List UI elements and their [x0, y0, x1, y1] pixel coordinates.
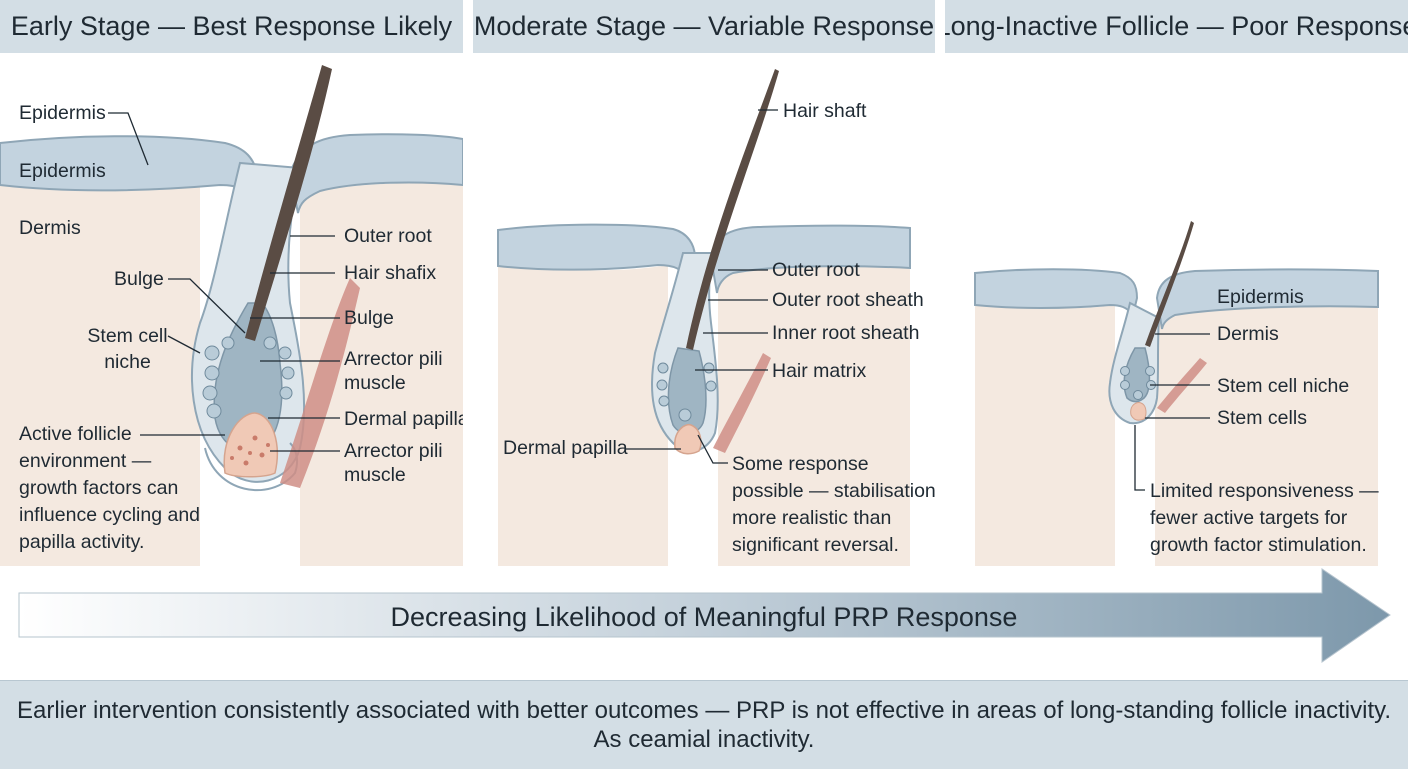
- dermal-papilla-label: Dermal papilla: [344, 408, 463, 430]
- epidermis-top-label: Epidermis: [19, 102, 106, 124]
- early-stage-note: Active follicle environment — growth fac…: [19, 423, 201, 553]
- conclusion-line-1: Earlier intervention consistently associ…: [16, 697, 1391, 724]
- dermis-layer-right: [300, 183, 463, 566]
- panel-1-title: Early Stage — Best Response Likely: [0, 0, 463, 53]
- conclusion-box: Earlier intervention consistently associ…: [0, 680, 1408, 769]
- papilla-dots: [230, 435, 270, 466]
- leader-lines: [625, 109, 778, 464]
- moderate-stage-panel: Hair shaft Outer root Outer root sheath …: [473, 53, 935, 566]
- hair-matrix-label: Hair matrix: [772, 360, 867, 382]
- outer-root-label: Outer root: [772, 259, 860, 281]
- panel-3-title: Long-Inactive Follicle — Poor Response: [945, 0, 1408, 53]
- response-likelihood-arrow: [0, 566, 1408, 676]
- hair-shaft: [686, 69, 779, 350]
- early-follicle-illustration: [0, 65, 463, 566]
- outer-root-sheath-label: Outer root sheath: [772, 289, 924, 311]
- dermis-layer-right: [718, 266, 910, 566]
- bulge-left-label: Bulge: [114, 268, 164, 290]
- long-inactive-panel: Epidermis Dermis Stem cell niche Stem ce…: [945, 53, 1408, 566]
- moderate-stage-note: Some response possible — stabilisation m…: [732, 453, 935, 556]
- leader-lines: [1134, 333, 1210, 491]
- arrector-pili-muscle: [713, 353, 771, 453]
- inner-root-sheath-label: Inner root sheath: [772, 322, 920, 344]
- outer-root-label: Outer root: [344, 225, 432, 247]
- epidermis-layer-right: [288, 133, 463, 214]
- stem-cells-label: Stem cells: [1217, 407, 1307, 429]
- arrector-pili-muscle-label-2: Arrector pili muscle: [344, 440, 443, 486]
- bulge-right-label: Bulge: [344, 307, 394, 329]
- dermis-layer: [0, 183, 200, 566]
- leader-lines: [108, 112, 340, 452]
- stem-cell-niche-label: Stem cell niche: [87, 325, 168, 373]
- dermis-layer-right: [1155, 306, 1378, 566]
- dermal-papilla: [674, 423, 702, 455]
- dermis-layer: [975, 305, 1115, 566]
- gradient-arrow-shape: [18, 568, 1391, 663]
- dermis-label: Dermis: [19, 217, 81, 239]
- stem-cell-niche-label: Stem cell niche: [1217, 375, 1350, 397]
- early-stage-panel: Epidermis Epidermis Dermis Bulge Stem ce…: [0, 53, 463, 566]
- moderate-follicle-illustration: [497, 69, 911, 566]
- stem-cells: [202, 336, 295, 419]
- dermis-layer: [498, 265, 668, 566]
- dermal-papilla-label: Dermal papilla: [503, 437, 628, 459]
- epidermis-label: Epidermis: [1217, 286, 1304, 308]
- arrector-pili-muscle: [280, 278, 360, 488]
- dermis-label: Dermis: [1217, 323, 1279, 345]
- long-inactive-note: Limited responsiveness — fewer active ta…: [1150, 480, 1379, 556]
- epidermis-layer-right: [709, 224, 911, 294]
- arrow-caption: Decreasing Likelihood of Meaningful PRP …: [390, 601, 1018, 632]
- hair-shaft: [245, 65, 332, 341]
- conclusion-line-2: As ceamial inactivity.: [593, 726, 815, 753]
- hair-shaft: [1145, 221, 1194, 347]
- dermal-papilla: [223, 412, 279, 478]
- stem-cells: [656, 362, 717, 422]
- epidermis-layer-label: Epidermis: [19, 160, 106, 182]
- hair-shaft-label: Hair shaft: [783, 100, 867, 122]
- inactive-follicle-illustration: [974, 221, 1379, 566]
- dermal-papilla: [1130, 402, 1147, 421]
- epidermis-layer-right: [1155, 268, 1379, 330]
- arrector-pili-muscle-label: Arrector pili muscle: [344, 348, 443, 394]
- hair-shaft-label: Hair shafix: [344, 262, 437, 284]
- panel-2-title: Moderate Stage — Variable Response: [473, 0, 935, 53]
